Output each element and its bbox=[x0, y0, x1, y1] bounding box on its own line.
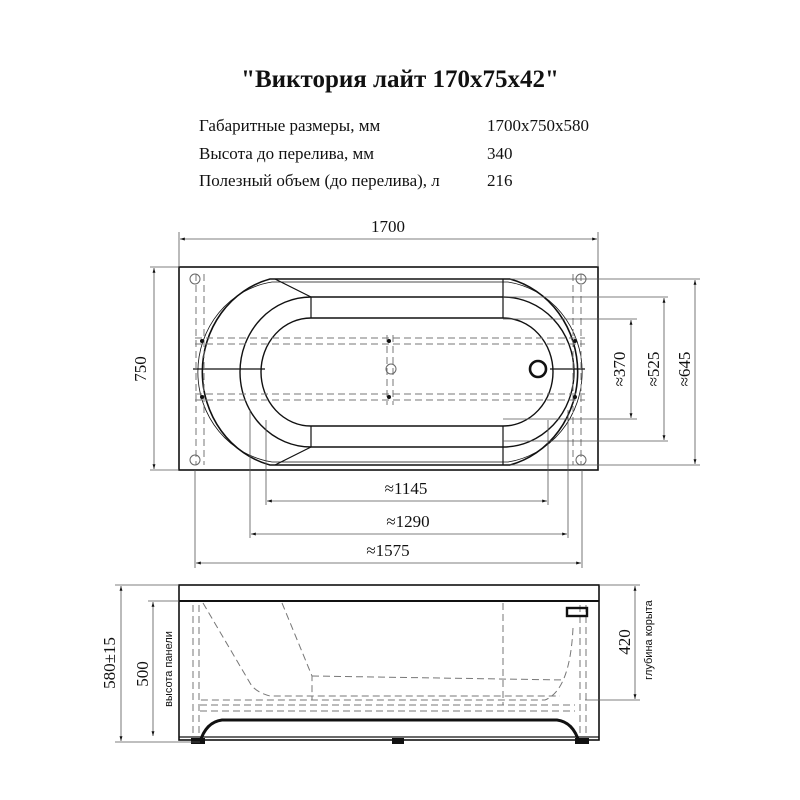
spec-label: Полезный объем (до перелива), л bbox=[199, 171, 440, 190]
dim-length-1700: 1700 bbox=[371, 217, 405, 236]
spec-value: 216 bbox=[487, 171, 513, 190]
dim-370: ≈370 bbox=[610, 352, 629, 387]
dim-645: ≈645 bbox=[675, 352, 694, 387]
spec-value: 1700x750x580 bbox=[487, 116, 589, 135]
label-panel-height: высота панели bbox=[163, 631, 175, 707]
top-view: 1700 750 ≈370 ≈525 ≈645 bbox=[131, 217, 700, 568]
dim-total-height: 580±15 bbox=[100, 637, 119, 689]
spec-value: 340 bbox=[487, 144, 513, 163]
side-view: 580±15 500 высота панели 420 глубина кор… bbox=[100, 584, 655, 744]
spec-label: Высота до перелива, мм bbox=[199, 144, 375, 163]
dim-1575: ≈1575 bbox=[366, 541, 409, 560]
dim-1145: ≈1145 bbox=[385, 479, 428, 498]
dim-panel-height: 500 bbox=[133, 661, 152, 687]
drawing-title: "Виктория лайт 170x75x42" bbox=[241, 66, 559, 93]
label-depth: глубина корыта bbox=[643, 599, 655, 679]
spec-label: Габаритные размеры, мм bbox=[199, 116, 381, 135]
dim-width-750: 750 bbox=[131, 356, 150, 382]
dim-depth: 420 bbox=[615, 629, 634, 655]
dim-1290: ≈1290 bbox=[386, 512, 429, 531]
dim-525: ≈525 bbox=[644, 352, 663, 387]
